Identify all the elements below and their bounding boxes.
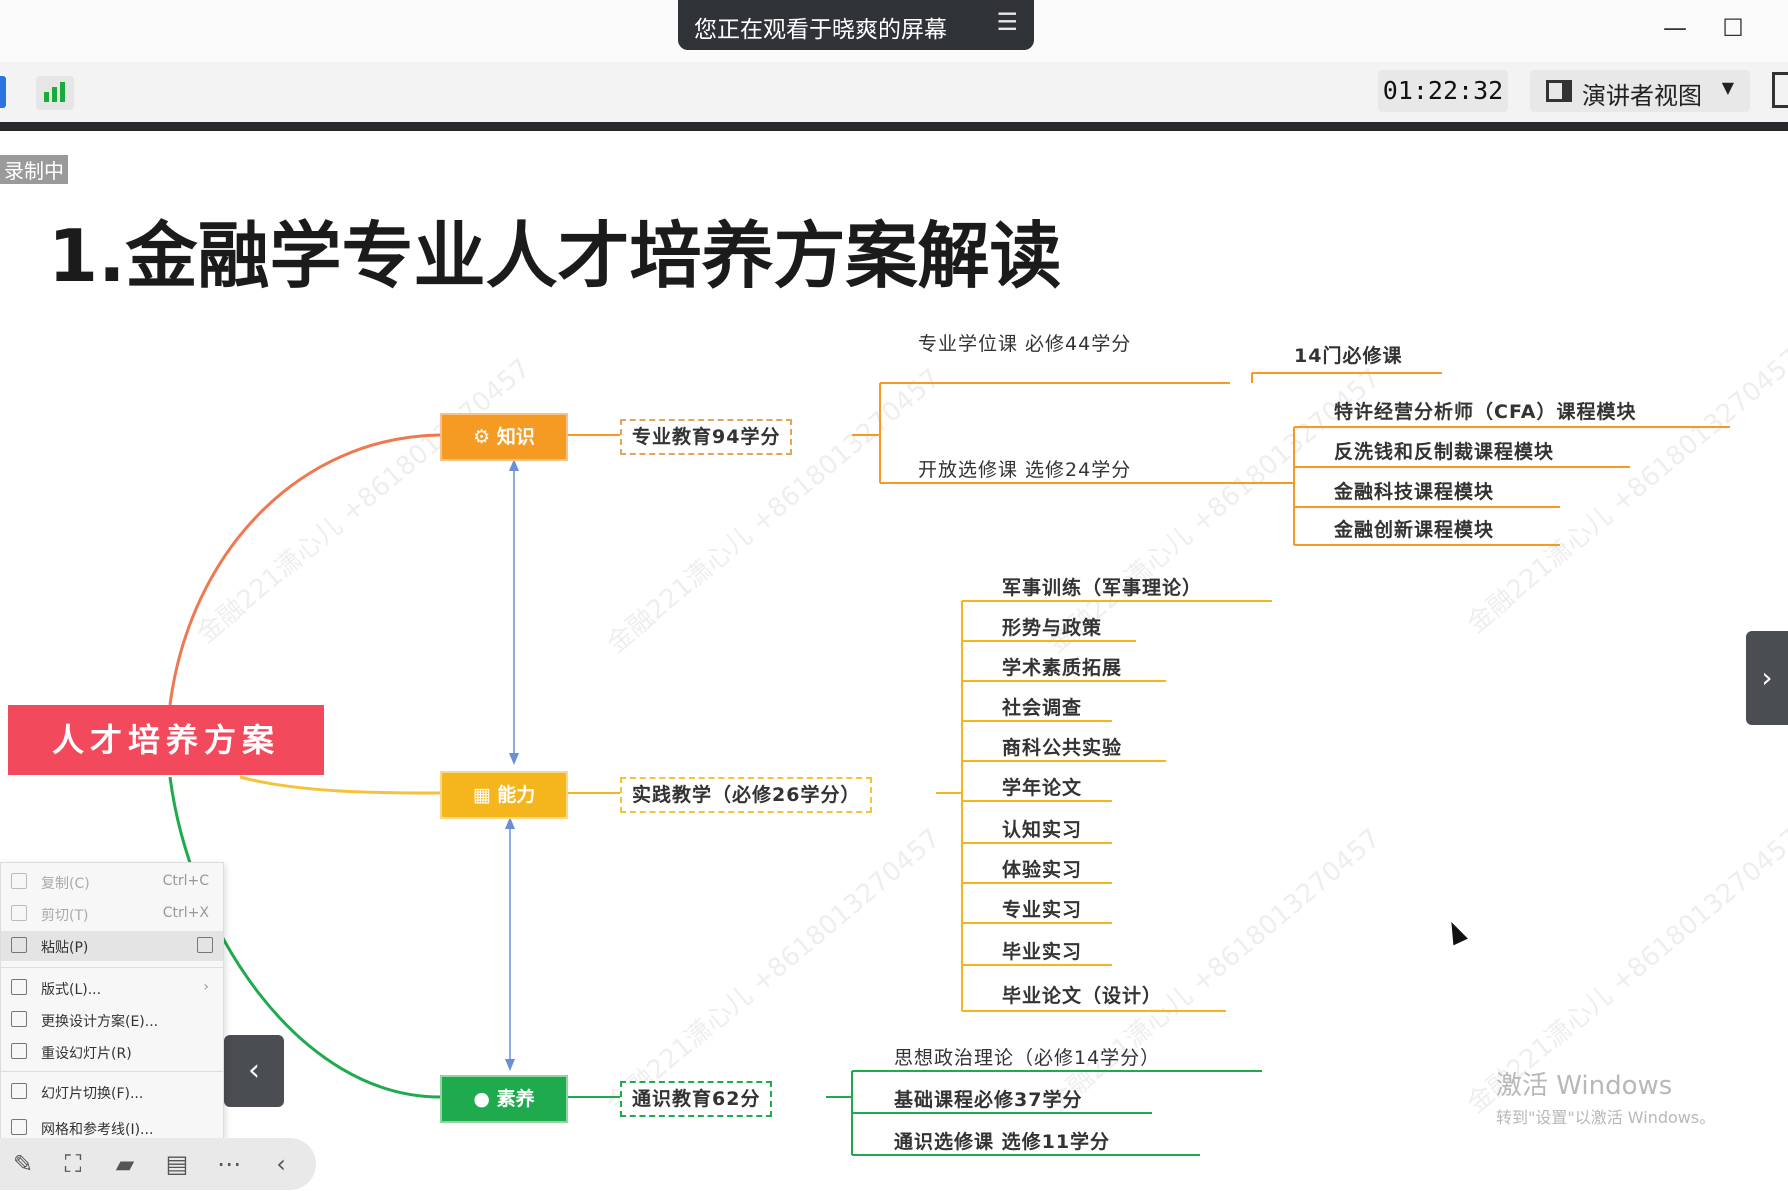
general-education-box: 通识教育62分 xyxy=(620,1081,773,1117)
practice-item: 军事训练（军事理论） xyxy=(1002,577,1203,599)
ability-node: ▦ 能力 xyxy=(440,771,568,819)
menu-item-label: 幻灯片切换(F)... xyxy=(41,1086,144,1102)
practice-item: 商科公共实验 xyxy=(1002,737,1123,759)
menu-item-grid[interactable]: 网格和参考线(I)... xyxy=(1,1113,223,1141)
menu-item-layout[interactable]: 版式(L)... › xyxy=(1,973,223,1003)
practice-item: 社会调查 xyxy=(1002,697,1083,719)
literacy-node-label: 素养 xyxy=(496,1088,535,1110)
copy-icon xyxy=(11,873,27,889)
module-item: 特许经营分析师（CFA）课程模块 xyxy=(1334,401,1637,423)
literacy-node: ● 素养 xyxy=(440,1075,568,1123)
practice-item: 毕业实习 xyxy=(1002,941,1083,963)
context-menu: 复制(C) Ctrl+C 剪切(T) Ctrl+X 粘贴(P) 版式(L)...… xyxy=(0,862,224,1142)
window-titlebar: 您正在观看于晓爽的屏幕 ☰ — ☐ xyxy=(0,0,1788,62)
practice-item: 学术素质拓展 xyxy=(1002,657,1123,679)
practice-item: 专业实习 xyxy=(1002,899,1083,921)
maximize-button[interactable]: ☐ xyxy=(1722,14,1744,42)
chevron-down-icon: ▼ xyxy=(1721,78,1734,97)
toolbar-divider xyxy=(0,122,1788,131)
module-item: 反洗钱和反制裁课程模块 xyxy=(1334,441,1555,463)
design-icon xyxy=(11,1011,27,1027)
professional-education-box: 专业教育94学分 xyxy=(620,419,793,455)
side-panel-tab[interactable] xyxy=(0,76,6,108)
elective-course-label: 开放选修课 选修24学分 xyxy=(918,459,1132,481)
module-item: 金融科技课程模块 xyxy=(1334,481,1495,503)
general-item: 基础课程必修37学分 xyxy=(894,1089,1083,1111)
screen-share-banner[interactable]: 您正在观看于晓爽的屏幕 ☰ xyxy=(678,0,1034,50)
module-item: 金融创新课程模块 xyxy=(1334,519,1495,541)
practice-item: 形势与政策 xyxy=(1002,617,1103,639)
menu-item-shortcut: Ctrl+C xyxy=(162,873,209,889)
windows-activation-notice: 激活 Windows 转到"设置"以激活 Windows。 xyxy=(1496,1065,1715,1128)
practice-item: 体验实习 xyxy=(1002,859,1083,881)
presenter-view-button[interactable]: 演讲者视图 ▼ xyxy=(1530,70,1750,112)
layout-icon xyxy=(11,979,27,995)
general-item: 通识选修课 选修11学分 xyxy=(894,1131,1111,1153)
slide-title: 1.金融学专业人才培养方案解读 xyxy=(48,214,1062,298)
minimize-button[interactable]: — xyxy=(1663,14,1687,42)
menu-item-reset-slide[interactable]: 重设幻灯片(R) xyxy=(1,1037,223,1067)
meeting-timer: 01:22:32 xyxy=(1378,70,1508,112)
more-icon[interactable]: ⋯ xyxy=(217,1150,241,1178)
mindmap-connectors xyxy=(168,372,1730,1156)
annotation-toolbar: ✎ ⛶ ▰ ▤ ⋯ ‹ xyxy=(0,1138,316,1190)
submenu-arrow-icon: › xyxy=(203,979,209,995)
menu-separator xyxy=(1,967,223,968)
camera-icon[interactable]: ▰ xyxy=(115,1150,135,1178)
general-item: 思想政治理论（必修14学分） xyxy=(894,1047,1161,1069)
presenter-view-label: 演讲者视图 xyxy=(1582,82,1702,110)
ability-node-label: 能力 xyxy=(497,784,536,806)
practice-item: 认知实习 xyxy=(1002,819,1083,841)
menu-item-paste[interactable]: 粘贴(P) xyxy=(1,931,223,961)
menu-item-label: 网格和参考线(I)... xyxy=(41,1122,154,1138)
practice-teaching-box: 实践教学（必修26学分） xyxy=(620,777,873,813)
menu-item-change-design[interactable]: 更换设计方案(E)... xyxy=(1,1005,223,1035)
practice-item: 学年论文 xyxy=(1002,777,1083,799)
menu-item-transition[interactable]: 幻灯片切换(F)... xyxy=(1,1077,223,1107)
close-button[interactable] xyxy=(1774,14,1788,44)
menu-separator xyxy=(1,1071,223,1072)
pen-icon[interactable]: ✎ xyxy=(12,1150,34,1178)
ability-node-icon: ▦ xyxy=(472,784,498,806)
cut-icon xyxy=(11,905,27,921)
paste-icon xyxy=(11,937,27,953)
grid-icon xyxy=(11,1119,27,1135)
literacy-node-icon: ● xyxy=(473,1088,497,1110)
root-node: 人才培养方案 xyxy=(8,705,324,775)
meeting-toolbar: 01:22:32 演讲者视图 ▼ xyxy=(0,62,1788,122)
practice-item: 毕业论文（设计） xyxy=(1002,985,1163,1007)
menu-item-label: 剪切(T) xyxy=(41,908,89,924)
chat-icon[interactable]: ▤ xyxy=(165,1150,189,1178)
knowledge-node-icon: ⚙ xyxy=(473,426,497,448)
activation-title: 激活 Windows xyxy=(1496,1071,1673,1101)
next-slide-button[interactable]: › xyxy=(1746,631,1788,725)
degree-course-label: 专业学位课 必修44学分 xyxy=(918,333,1132,355)
menu-item-label: 重设幻灯片(R) xyxy=(41,1046,132,1062)
activation-subtitle: 转到"设置"以激活 Windows。 xyxy=(1496,1108,1716,1127)
menu-item-label: 版式(L)... xyxy=(41,982,102,998)
transition-icon xyxy=(11,1083,27,1099)
presenter-view-icon xyxy=(1546,80,1572,102)
degree-course-detail: 14门必修课 xyxy=(1294,345,1403,367)
fullscreen-icon[interactable] xyxy=(1772,72,1788,108)
menu-item-shortcut: Ctrl+X xyxy=(162,905,209,921)
menu-icon[interactable]: ☰ xyxy=(996,8,1018,36)
knowledge-node: ⚙ 知识 xyxy=(440,413,568,461)
presentation-slide: 录制中 1.金融学专业人才培养方案解读 金融221潇心儿 +8618013270… xyxy=(0,131,1788,1191)
previous-slide-button[interactable]: ‹ xyxy=(224,1035,284,1107)
collapse-icon[interactable]: ‹ xyxy=(276,1150,286,1178)
share-banner-text: 您正在观看于晓爽的屏幕 xyxy=(694,17,947,43)
menu-item-label: 复制(C) xyxy=(41,876,90,892)
screenshot-icon[interactable]: ⛶ xyxy=(64,1150,82,1178)
menu-item-copy[interactable]: 复制(C) Ctrl+C xyxy=(1,867,223,897)
menu-item-cut[interactable]: 剪切(T) Ctrl+X xyxy=(1,899,223,929)
reset-slide-icon xyxy=(11,1043,27,1059)
menu-item-label: 粘贴(P) xyxy=(41,940,89,956)
recording-badge: 录制中 xyxy=(0,155,68,184)
paste-options-icon[interactable] xyxy=(197,937,213,953)
signal-bars-icon[interactable] xyxy=(36,76,74,110)
menu-item-label: 更换设计方案(E)... xyxy=(41,1014,159,1030)
knowledge-node-label: 知识 xyxy=(496,426,535,448)
